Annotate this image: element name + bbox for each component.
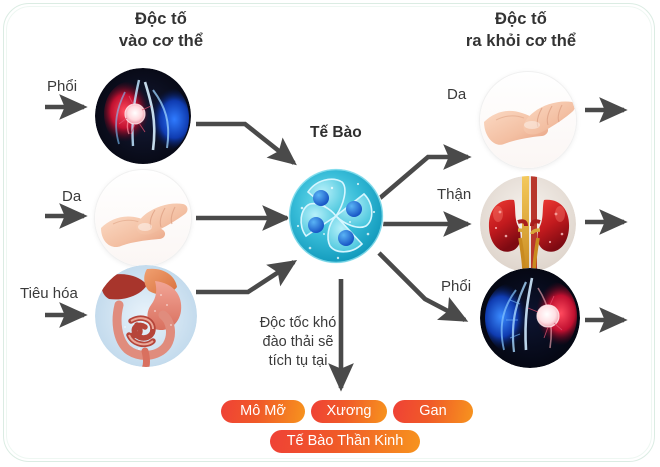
- arrow-digestive-to-cell: [196, 259, 298, 295]
- label-input-lung: Phổi: [47, 78, 78, 95]
- image-kidney-output: [480, 176, 576, 272]
- label-output-skin: Da: [447, 86, 467, 103]
- arrow-lung-to-cell: [196, 121, 297, 166]
- image-lung-input: [95, 68, 191, 164]
- image-cell: [288, 168, 384, 264]
- image-skin-output: [480, 72, 576, 168]
- pill-nerve-cell[interactable]: Tế Bào Thần Kinh: [270, 430, 420, 453]
- image-skin-input: [95, 170, 191, 266]
- header-toxins-in: Độc tố vào cơ thể: [118, 10, 204, 50]
- pill-bone[interactable]: Xương: [311, 400, 387, 423]
- label-output-lung: Phổi: [441, 278, 472, 295]
- pill-adipose-tissue[interactable]: Mô Mỡ: [221, 400, 305, 423]
- label-center-cell: Tế Bào: [310, 124, 362, 141]
- label-input-skin: Da: [62, 188, 82, 205]
- image-digestive-input: [95, 265, 197, 367]
- image-lung-output: [480, 268, 580, 368]
- note-accumulation: Độc tốc khó đào thải sẽ tích tụ tại: [259, 315, 337, 369]
- label-input-digestive: Tiêu hóa: [20, 285, 78, 302]
- pill-liver[interactable]: Gan: [393, 400, 473, 423]
- header-toxins-out: Độc tố ra khỏi cơ thể: [465, 10, 577, 50]
- label-output-kidney: Thận: [437, 186, 472, 203]
